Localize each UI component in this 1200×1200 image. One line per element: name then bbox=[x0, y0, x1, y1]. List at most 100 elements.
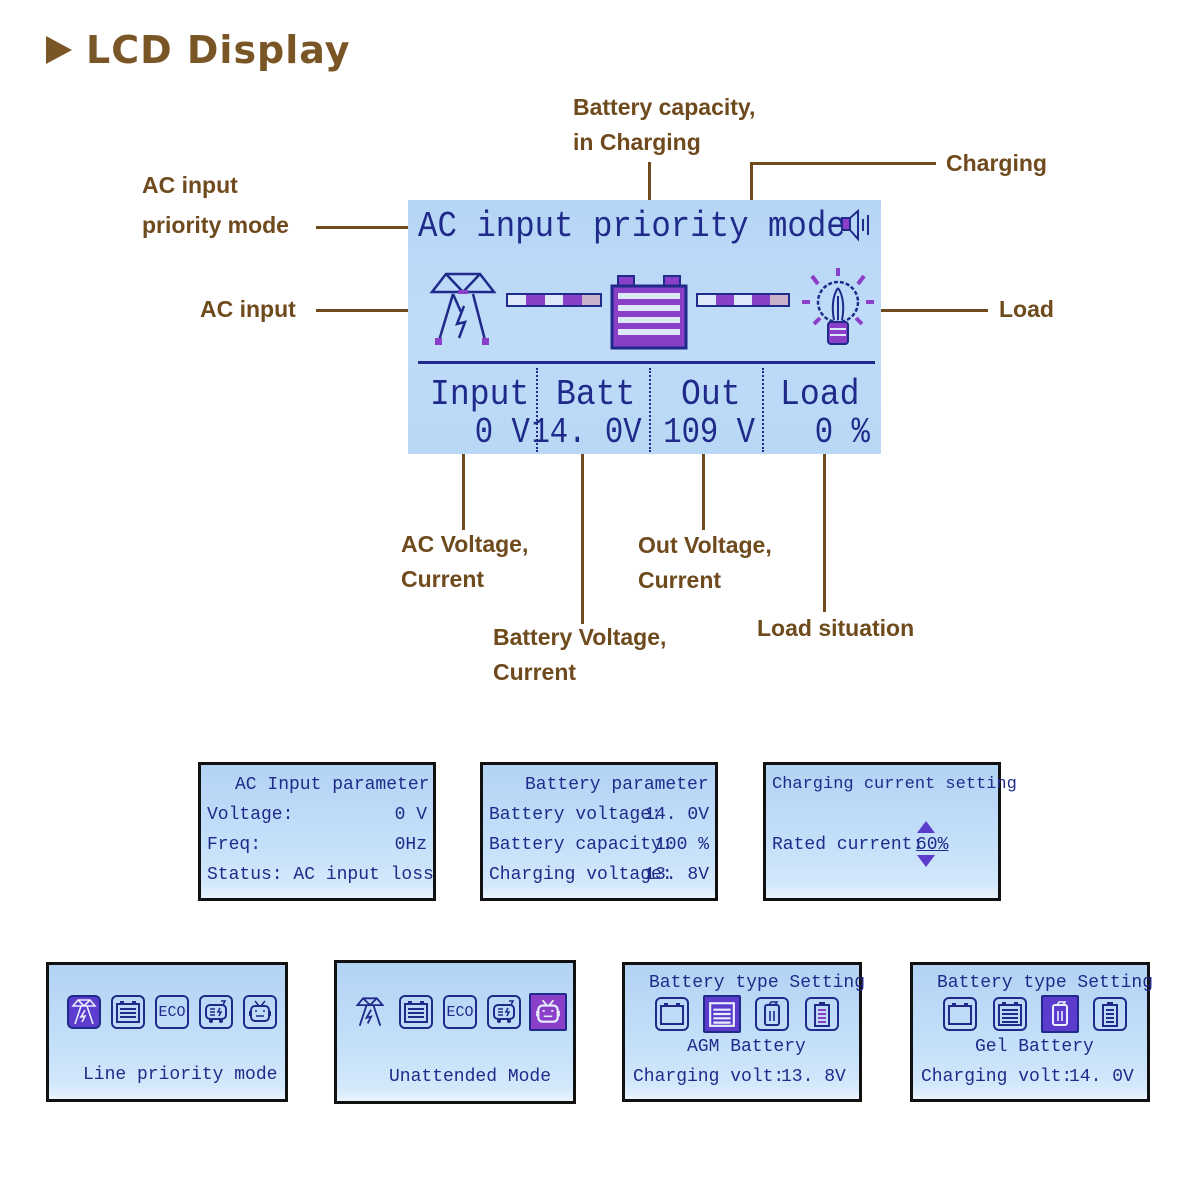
charging-volt-label: Charging volt: bbox=[633, 1067, 785, 1087]
callout-ac-input-priority-mode: AC input priority mode bbox=[142, 168, 289, 243]
lithium-battery-icon bbox=[814, 1002, 830, 1027]
lithium-battery-icon bbox=[1102, 1002, 1118, 1027]
leader-line bbox=[750, 162, 936, 165]
section-heading: LCD Display bbox=[46, 28, 351, 72]
leader-line bbox=[581, 454, 584, 624]
mode-option-line[interactable] bbox=[67, 995, 101, 1029]
battery-icon bbox=[116, 1001, 140, 1023]
callout-line-1: AC Voltage, bbox=[401, 531, 529, 557]
power-tower-icon bbox=[71, 999, 97, 1025]
battery-type-label: AGM Battery bbox=[687, 1037, 806, 1057]
freq-value: 0Hz bbox=[394, 835, 427, 855]
mode-option-generator[interactable] bbox=[487, 995, 521, 1029]
agm-battery-icon bbox=[998, 1002, 1022, 1026]
battery-type-flooded[interactable] bbox=[943, 997, 977, 1031]
column-divider bbox=[649, 368, 651, 452]
mode-option-line[interactable] bbox=[353, 995, 387, 1029]
agm-battery-screen: Battery type Setting AGM Battery Chargin… bbox=[622, 962, 866, 1102]
battery-type-gel[interactable] bbox=[1041, 995, 1079, 1033]
arrow-down-icon[interactable] bbox=[917, 855, 935, 867]
batt-value: 14. 0V bbox=[531, 412, 642, 453]
leader-line bbox=[823, 454, 826, 612]
mode-option-unattended[interactable] bbox=[243, 995, 277, 1029]
agm-battery-icon bbox=[709, 1002, 735, 1027]
batt-label: Batt bbox=[556, 374, 636, 415]
mode-option-battery[interactable] bbox=[111, 995, 145, 1029]
callout-line-2: priority mode bbox=[142, 212, 289, 238]
battery-icon bbox=[404, 1001, 428, 1023]
section-title: LCD Display bbox=[86, 28, 351, 72]
input-flow-bar bbox=[506, 293, 602, 307]
out-value: 109 V bbox=[663, 412, 755, 453]
eco-icon: ECO bbox=[158, 1003, 186, 1021]
column-divider bbox=[762, 368, 764, 452]
line-priority-mode-screen: ECO Line priority mode bbox=[46, 962, 288, 1102]
robot-icon bbox=[249, 1000, 271, 1022]
callout-line-1: Out Voltage, bbox=[638, 532, 772, 558]
unattended-mode-screen: ECO Unattended Mode bbox=[334, 960, 576, 1104]
charging-volt-value: 14. 0V bbox=[1069, 1067, 1134, 1087]
mode-option-battery[interactable] bbox=[399, 995, 433, 1029]
callout-battery-voltage: Battery Voltage, Current bbox=[493, 620, 666, 690]
batt-column: Batt 14. 0V bbox=[532, 368, 642, 454]
panel-title: Battery type Setting bbox=[649, 973, 866, 993]
callout-line-2: Current bbox=[493, 659, 577, 685]
mode-caption: Line priority mode bbox=[83, 1065, 278, 1085]
callout-line-2: in Charging bbox=[573, 129, 701, 155]
divider bbox=[418, 361, 875, 364]
battery-type-lithium[interactable] bbox=[1093, 997, 1127, 1031]
charging-current-screen: Charging current setting Rated current: … bbox=[763, 762, 1017, 901]
charging-voltage-value: 13. 8V bbox=[644, 865, 709, 885]
battery-voltage-label: Battery voltage: bbox=[489, 805, 662, 825]
rated-current-value[interactable]: 60% bbox=[916, 835, 949, 855]
battery-type-flooded[interactable] bbox=[655, 997, 689, 1031]
panel-title: AC Input parameter bbox=[235, 775, 430, 795]
play-triangle-icon bbox=[46, 36, 72, 64]
mode-text: AC input priority mode bbox=[418, 206, 846, 247]
mode-option-generator[interactable] bbox=[199, 995, 233, 1029]
power-tower-icon bbox=[355, 997, 385, 1027]
out-column: Out 109 V bbox=[655, 368, 755, 454]
input-value: 0 V bbox=[474, 412, 530, 453]
callout-ac-voltage: AC Voltage, Current bbox=[401, 527, 528, 597]
input-column: Input 0 V bbox=[430, 368, 530, 454]
robot-icon bbox=[536, 999, 560, 1023]
gel-battery-icon bbox=[764, 1001, 780, 1026]
battery-type-agm[interactable] bbox=[703, 995, 741, 1033]
voltage-label: Voltage: bbox=[207, 805, 294, 825]
voltage-value: 0 V bbox=[394, 805, 427, 825]
leader-line bbox=[316, 226, 424, 229]
battery-capacity-label: Battery capacity: bbox=[489, 835, 673, 855]
charging-voltage-label: Charging voltage: bbox=[489, 865, 673, 885]
power-tower-icon bbox=[429, 272, 497, 345]
gel-battery-icon bbox=[1052, 1001, 1068, 1026]
mode-option-eco[interactable]: ECO bbox=[155, 995, 189, 1029]
battery-type-label: Gel Battery bbox=[975, 1037, 1094, 1057]
generator-icon bbox=[493, 1000, 515, 1023]
bulb-icon bbox=[802, 268, 874, 345]
mode-option-unattended[interactable] bbox=[529, 993, 567, 1031]
charging-volt-label: Charging volt: bbox=[921, 1067, 1073, 1087]
mode-caption: Unattended Mode bbox=[389, 1067, 552, 1087]
callout-out-voltage: Out Voltage, Current bbox=[638, 528, 772, 598]
speaker-icon bbox=[841, 208, 869, 242]
leader-line bbox=[316, 309, 456, 312]
callout-load-situation: Load situation bbox=[757, 615, 915, 641]
status-label: Status: AC input loss bbox=[207, 865, 434, 885]
battery-type-gel[interactable] bbox=[755, 997, 789, 1031]
battery-type-lithium[interactable] bbox=[805, 997, 839, 1031]
column-divider bbox=[536, 368, 538, 452]
arrow-up-icon[interactable] bbox=[917, 821, 935, 833]
flooded-battery-icon bbox=[660, 1003, 684, 1025]
flooded-battery-icon bbox=[948, 1003, 972, 1025]
load-value: 0 % bbox=[814, 412, 870, 453]
battery-icon bbox=[610, 275, 688, 350]
mode-option-eco[interactable]: ECO bbox=[443, 995, 477, 1029]
callout-line-1: Battery Voltage, bbox=[493, 624, 667, 650]
battery-voltage-value: 14. 0V bbox=[644, 805, 709, 825]
battery-type-agm[interactable] bbox=[993, 997, 1027, 1031]
battery-capacity-value: 100 % bbox=[654, 835, 709, 855]
panel-title: Battery parameter bbox=[525, 775, 709, 795]
leader-line bbox=[858, 309, 988, 312]
callout-load: Load bbox=[999, 296, 1054, 322]
